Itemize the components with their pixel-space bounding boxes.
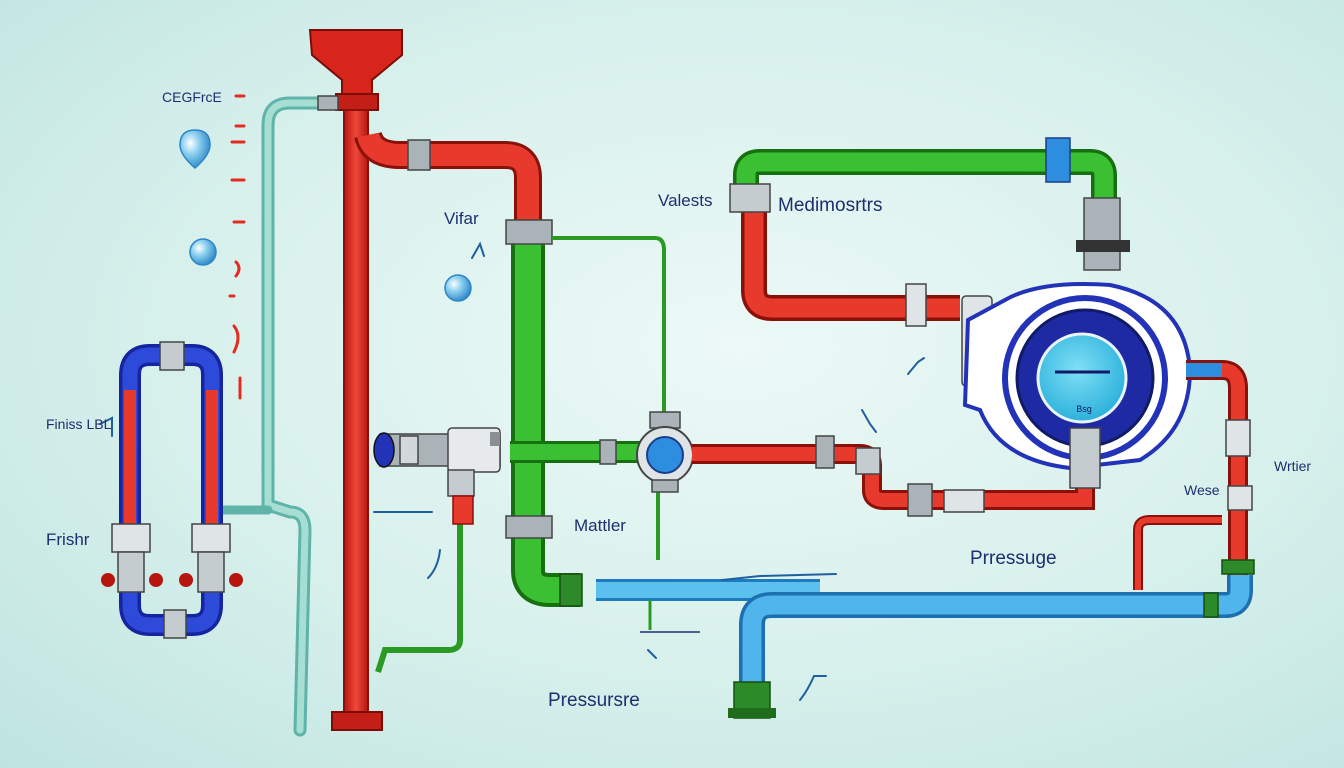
wese-label: Wese xyxy=(1184,482,1220,498)
left-valve-assembly xyxy=(373,427,501,525)
valve-label: Vifar xyxy=(444,209,479,228)
matter-label: Mattler xyxy=(574,516,626,535)
water-label: Wrtier xyxy=(1274,458,1312,474)
arrow-icon xyxy=(99,241,925,701)
bubbles xyxy=(179,129,472,302)
green-thin-line xyxy=(375,236,666,673)
red-dash-marks xyxy=(228,94,246,400)
pressure-gauge-icon: Bsg xyxy=(962,282,1193,489)
main-red-standpipe xyxy=(308,29,403,731)
funnel-icon xyxy=(308,29,403,97)
bubble-icon xyxy=(189,238,217,266)
top-left-caption: CEGFrcE xyxy=(162,89,222,105)
red-pipe-upper xyxy=(354,131,542,225)
left-u-loop xyxy=(101,341,243,639)
pressure-label-bottom: Pressursre xyxy=(548,690,640,711)
finish-small-label: Finiss LBL xyxy=(46,416,112,432)
pressure-label-right: Prressuge xyxy=(970,548,1057,569)
measurements-label: Medimosrtrs xyxy=(778,195,883,216)
finish-label: Frishr xyxy=(46,530,90,549)
droplet-icon xyxy=(179,129,211,169)
teal-pipe xyxy=(217,96,325,737)
right-vertical-pipe xyxy=(1133,360,1255,590)
red-pipe-middle xyxy=(692,435,1095,517)
valves-label: Valests xyxy=(658,191,713,210)
gauge-text: Bsg xyxy=(1076,404,1092,414)
blue-pipe-lower xyxy=(596,575,1253,719)
bubble-icon xyxy=(444,274,472,302)
center-valve-icon xyxy=(636,411,694,493)
green-pipe-upper-right xyxy=(733,137,1130,271)
green-pipe-main xyxy=(505,219,640,607)
